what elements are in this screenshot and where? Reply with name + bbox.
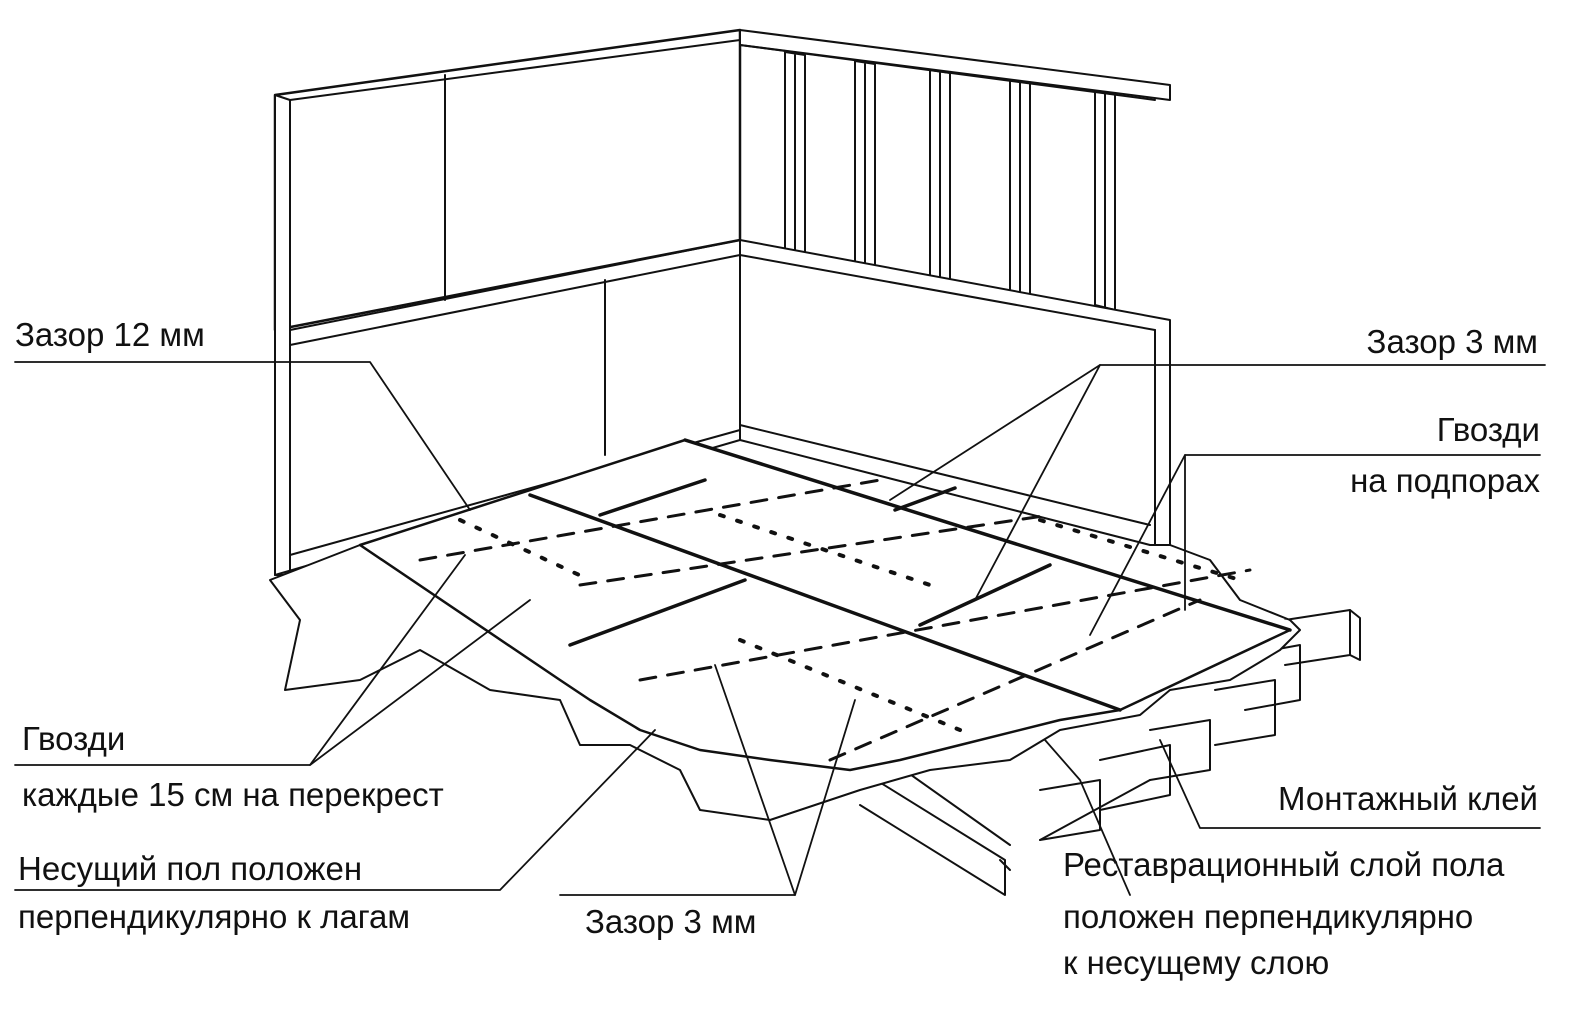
label-gap-3mm-bottom: Зазор 3 мм	[585, 903, 757, 940]
leader-lines	[14, 361, 1546, 896]
label-subfloor-line1: Несущий пол положен	[18, 850, 363, 887]
label-nails-15cm-line2: каждые 15 см на перекрест	[22, 776, 444, 813]
back-wall	[739, 29, 1171, 546]
label-gap-3mm-top: Зазор 3 мм	[1366, 323, 1538, 360]
label-mounting-glue: Монтажный клей	[1277, 780, 1538, 817]
label-subfloor-line2: перпендикулярно к лагам	[18, 898, 411, 935]
label-underlay-line1: Реставрационный слой пола	[1063, 846, 1505, 883]
label-nails-supports-line2: на подпорах	[1350, 462, 1540, 499]
label-underlay-line3: к несущему слою	[1063, 944, 1330, 981]
label-nails-supports-line1: Гвозди	[1436, 411, 1540, 448]
label-nails-15cm-line1: Гвозди	[22, 720, 126, 757]
label-underlay-line2: положен перпендикулярно	[1063, 898, 1474, 935]
underlay-panels	[358, 438, 1292, 772]
label-gap-12mm: Зазор 12 мм	[15, 316, 205, 353]
